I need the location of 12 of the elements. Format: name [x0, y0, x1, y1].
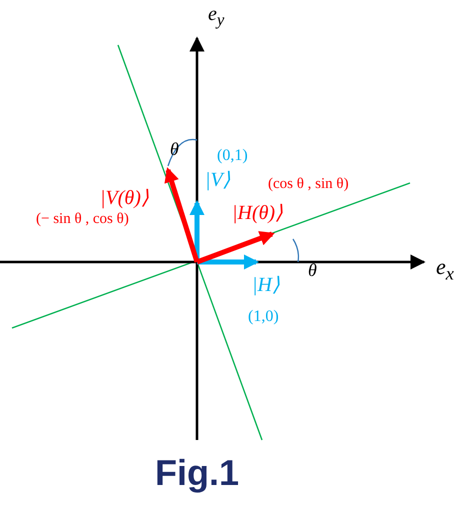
vector-label: |H(θ)⟩ [232, 203, 284, 223]
axis-label: e$_{x}$ [436, 256, 454, 283]
vector-label: |V(θ)⟩ [100, 188, 149, 208]
vector-label: |H⟩ [252, 275, 280, 295]
figure-caption: Fig.1 [155, 455, 240, 491]
coordinate-label: (cos θ , sin θ) [268, 177, 349, 192]
coordinate-label: (− sin θ , cos θ) [36, 212, 129, 227]
axis-label: e$_{y}$ [208, 4, 224, 29]
angle-label: θ [308, 261, 317, 279]
vector-label: |V⟩ [205, 170, 231, 190]
coordinate-label: (0,1) [217, 148, 248, 164]
coordinate-label: (1,0) [248, 309, 279, 325]
